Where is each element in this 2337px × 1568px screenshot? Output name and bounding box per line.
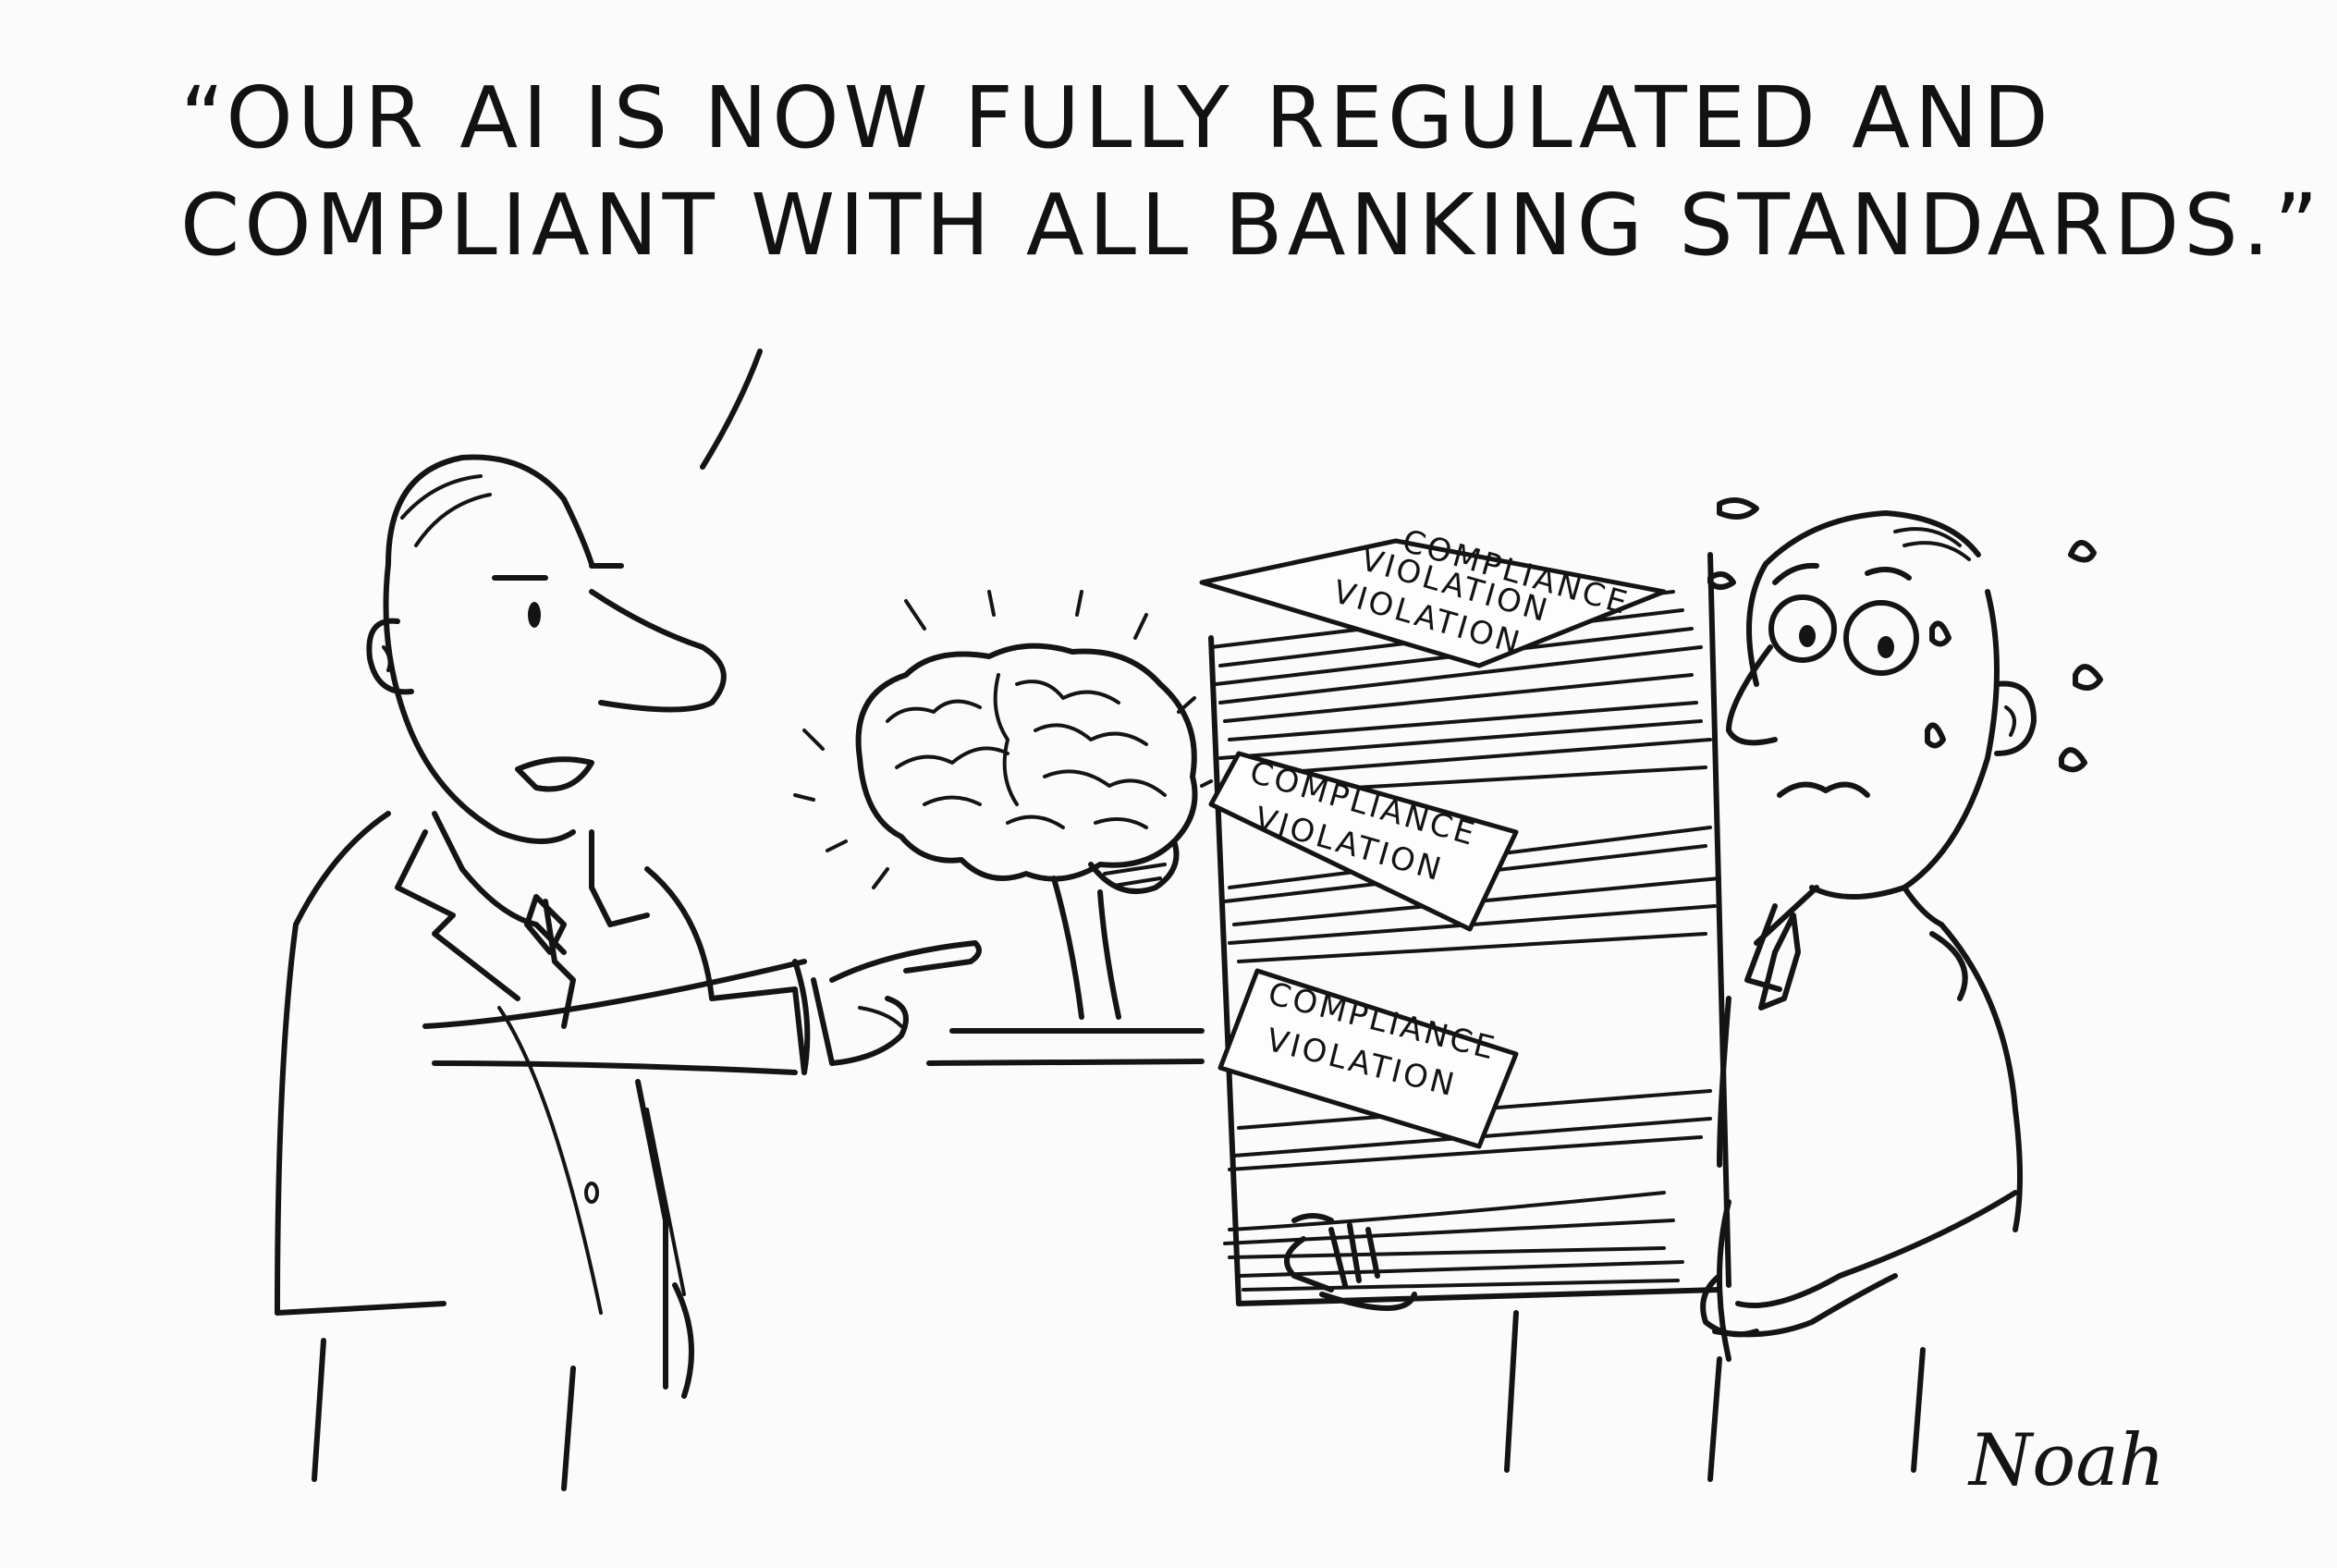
brain-icon: [793, 590, 1213, 1066]
cartoon-caption: “OUR AI IS NOW FULLY REGULATED AND COMPL…: [180, 65, 2323, 279]
caption-line-1: “OUR AI IS NOW FULLY REGULATED AND: [180, 68, 2053, 167]
speech-tail: [700, 349, 763, 470]
left-executive: [275, 454, 982, 1491]
artist-signature: Noah: [1969, 1419, 2165, 1502]
right-clerk: [1284, 497, 2103, 1482]
paper-stack: COMPLIANCE VIOLATION VIOLATION COMPLIANC…: [1199, 522, 1731, 1306]
caption-line-2: COMPLIANT WITH ALL BANKING STANDARDS.”: [180, 176, 2323, 275]
